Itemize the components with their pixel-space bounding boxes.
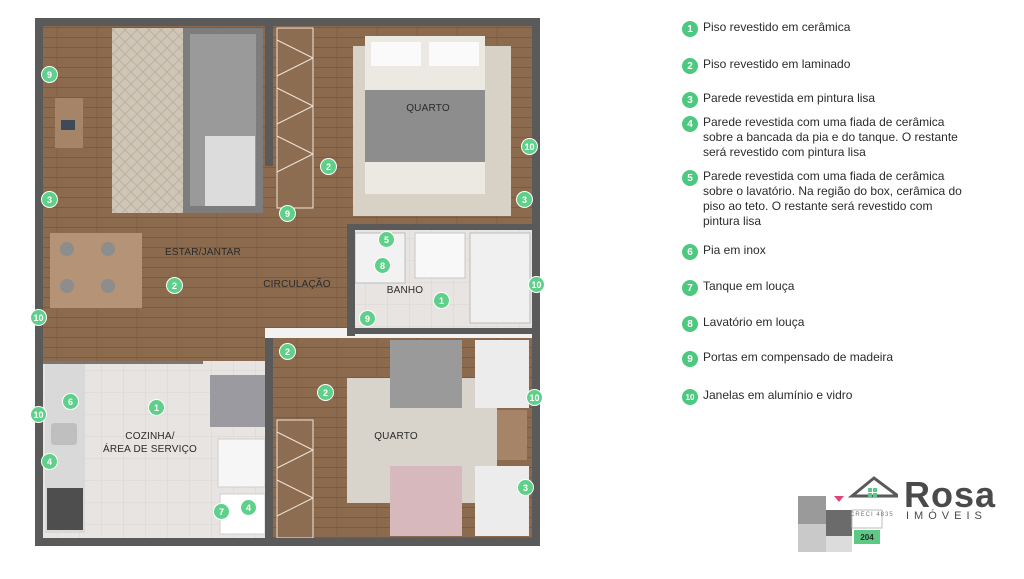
legend-number: 2 <box>682 58 698 74</box>
room-label-quarto-bottom: QUARTO <box>374 431 418 442</box>
marker: 10 <box>529 277 544 292</box>
marker: 5 <box>379 232 394 247</box>
legend-text: Tanque em louça <box>703 279 795 293</box>
shower-box <box>469 232 531 324</box>
legend-item: 8 Lavatório em louça <box>682 315 968 332</box>
room-label-cozinha: COZINHA/ ÁREA DE SERVIÇO <box>95 430 205 456</box>
room-label-cozinha-1: COZINHA/ <box>125 431 175 442</box>
legend-number: 9 <box>682 351 698 367</box>
marker: 1 <box>149 400 164 415</box>
legend-item: 4 Parede revestida com uma fiada de cerâm… <box>682 115 968 160</box>
legend-item: 7 Tanque em louça <box>682 279 968 296</box>
legend-item: 5 Parede revestida com uma fiada de cerâm… <box>682 169 968 229</box>
living-rug <box>112 28 187 213</box>
legend-text: Lavatório em louça <box>703 315 805 329</box>
logo-unit: 204 <box>854 530 880 544</box>
wardrobe-2 <box>276 419 314 539</box>
room-label-banho: BANHO <box>386 285 424 296</box>
circulation-floor <box>265 218 350 328</box>
legend-number: 4 <box>682 116 698 132</box>
legend-text: Parede revestida com uma fiada de cerâmi… <box>703 169 962 228</box>
legend-item: 1 Piso revestido em cerâmica <box>682 20 968 37</box>
wardrobe <box>276 27 314 209</box>
marker: 2 <box>167 278 182 293</box>
legend-text: Pia em inox <box>703 243 766 257</box>
marker: 4 <box>241 500 256 515</box>
floor-plan: QUARTO ESTAR/JANTAR CIRCULAÇÃO BANHO COZ… <box>31 18 544 546</box>
legend-number: 10 <box>682 389 698 405</box>
legend-text: Parede revestida com uma fiada de cerâmi… <box>703 115 958 159</box>
legend-text: Portas em compensado de madeira <box>703 350 894 364</box>
desk <box>497 410 527 460</box>
washer <box>217 438 266 488</box>
legend-text: Parede revestida em pintura lisa <box>703 91 876 105</box>
legend-item: 9 Portas em compensado de madeira <box>682 350 968 367</box>
marker: 8 <box>375 258 390 273</box>
marker: 2 <box>321 159 336 174</box>
legend-number: 3 <box>682 92 698 108</box>
legend-item: 6 Pia em inox <box>682 243 968 260</box>
single-bed-2 <box>390 466 462 536</box>
legend-text: Janelas em alumínio e vidro <box>703 388 853 402</box>
marker: 3 <box>518 480 533 495</box>
room-label-cozinha-2: ÁREA DE SERVIÇO <box>103 444 197 455</box>
legend-item: 2 Piso revestido em laminado <box>682 57 968 74</box>
stove <box>47 488 83 530</box>
legend-number: 5 <box>682 170 698 186</box>
logo-creci: CRECI 4835 <box>850 512 894 518</box>
marker: 10 <box>31 310 46 325</box>
legend-number: 7 <box>682 280 698 296</box>
marker: 3 <box>42 192 57 207</box>
legend-text: Piso revestido em laminado <box>703 57 851 71</box>
legend-number: 8 <box>682 316 698 332</box>
legend-number: 1 <box>682 21 698 37</box>
fridge <box>210 375 265 427</box>
marker: 7 <box>214 504 229 519</box>
toilet <box>414 232 466 279</box>
legend-number: 6 <box>682 244 698 260</box>
marker: 9 <box>360 311 375 326</box>
marker: 2 <box>280 344 295 359</box>
marker: 9 <box>42 67 57 82</box>
marker: 10 <box>522 139 537 154</box>
single-bed-1 <box>390 340 462 408</box>
legend-item: 3 Parede revestida em pintura lisa <box>682 91 968 108</box>
brand-logo: Rosa IMÓVEIS CRECI 4835 204 <box>798 474 1018 554</box>
marker: 3 <box>517 192 532 207</box>
logo-mark-icon <box>798 476 903 552</box>
logo-name: Rosa <box>904 474 997 515</box>
marker: 4 <box>42 454 57 469</box>
logo-subtitle: IMÓVEIS <box>906 510 987 522</box>
room-label-quarto-top: QUARTO <box>406 103 450 114</box>
marker: 10 <box>527 390 542 405</box>
marker: 2 <box>318 385 333 400</box>
marker: 1 <box>434 293 449 308</box>
marker: 10 <box>31 407 46 422</box>
floor-plan-drawing <box>35 18 540 546</box>
room-label-estar: ESTAR/JANTAR <box>165 247 241 258</box>
legend-item: 10 Janelas em alumínio e vidro <box>682 388 968 405</box>
room-label-circulacao: CIRCULAÇÃO <box>263 279 331 290</box>
legend-text: Piso revestido em cerâmica <box>703 20 851 34</box>
marker: 9 <box>280 206 295 221</box>
marker: 6 <box>63 394 78 409</box>
